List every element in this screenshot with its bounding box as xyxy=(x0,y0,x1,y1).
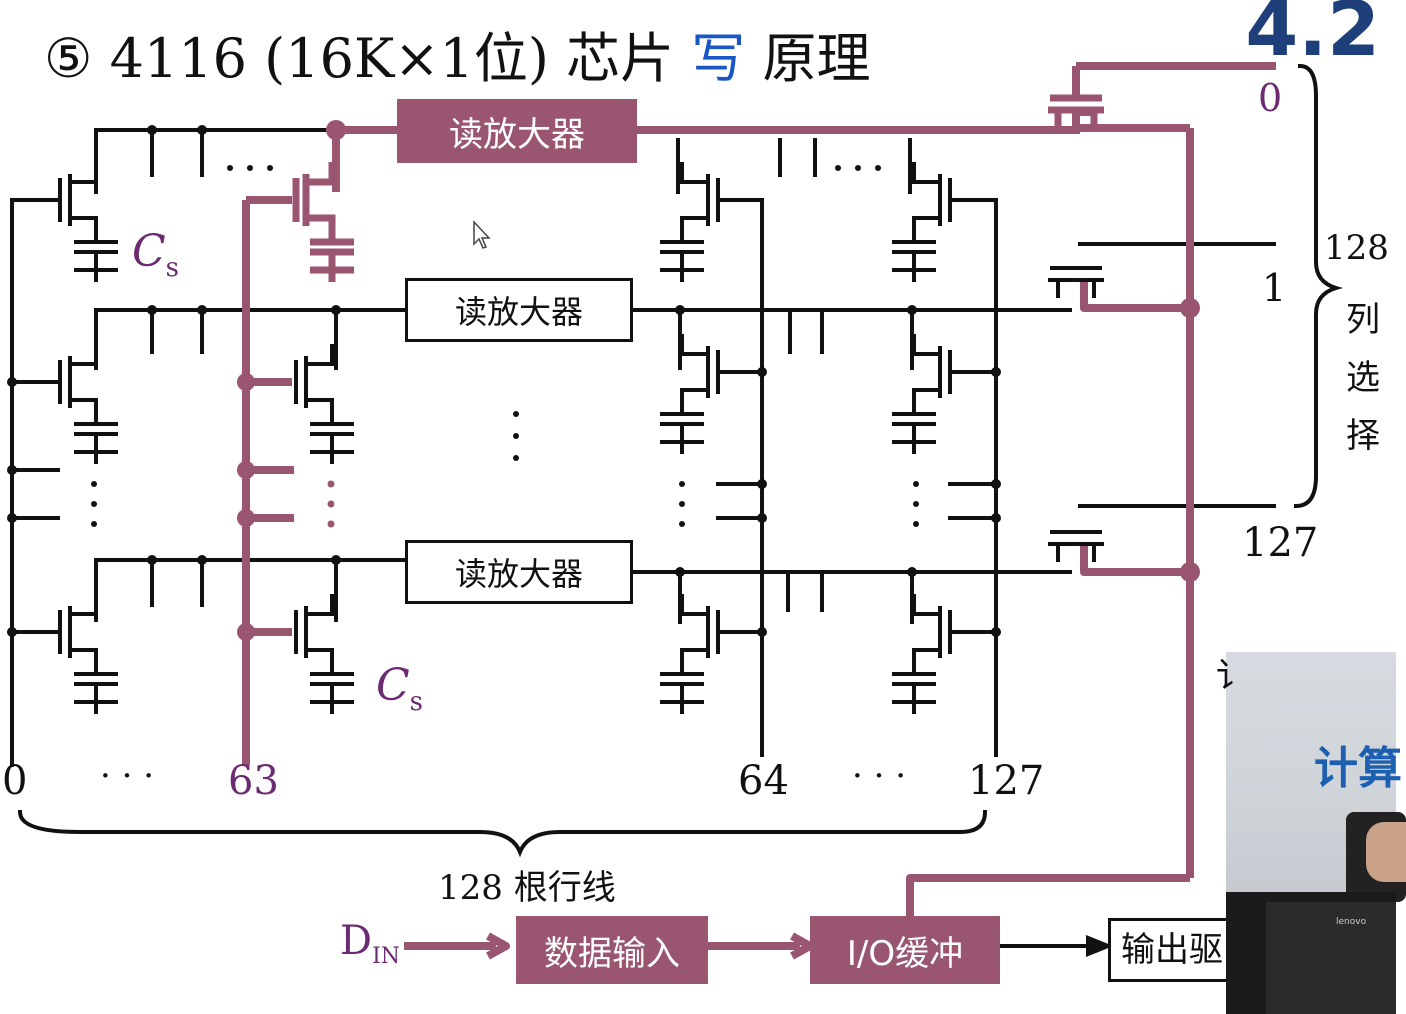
cell-r3-c0 xyxy=(58,594,118,714)
cell-r3-c64 xyxy=(660,594,720,714)
title-suffix: 原理 xyxy=(762,27,871,90)
cell-r1-c127 xyxy=(892,162,952,282)
video-presenter xyxy=(1366,822,1406,882)
row-label-63: 63 xyxy=(228,758,279,804)
sense-amp-middle: 读放大器 xyxy=(405,278,633,342)
col-select-count: 128 xyxy=(1324,228,1389,268)
column-switch-127 xyxy=(1048,530,1104,562)
cell-r3-c127 xyxy=(892,594,952,714)
din-label-sub: IN xyxy=(372,944,401,969)
col-select-1: 1 xyxy=(1262,266,1287,310)
din-label-main: D xyxy=(340,918,373,964)
cell-r1-c64 xyxy=(660,162,720,282)
row-label-64: 64 xyxy=(738,758,789,804)
col-select-char-1: 列 xyxy=(1346,300,1380,340)
data-input-box: 数据输入 xyxy=(516,916,708,984)
video-brand: lenovo xyxy=(1336,917,1367,927)
cs-label-top-sub: s xyxy=(165,252,180,283)
section-number: 4.2 xyxy=(1245,0,1380,73)
column-switch-1 xyxy=(1048,266,1104,298)
title-prefix: ⑤ 4116 (16K×1位) 芯片 xyxy=(44,27,675,90)
cell-r2-c63 xyxy=(294,344,354,464)
title-highlight: 写 xyxy=(691,27,746,90)
sense-amp-bottom: 读放大器 xyxy=(405,540,633,604)
io-buffer-box: I/O缓冲 xyxy=(810,916,1000,984)
col-select-char-3: 择 xyxy=(1346,416,1380,456)
mouse-cursor-icon xyxy=(473,220,491,249)
cell-r2-c64 xyxy=(660,334,720,454)
cs-label-bottom-main: C xyxy=(376,660,410,711)
video-wall-sign: 计算 xyxy=(1314,743,1402,794)
row-label-ellipsis-left: · · · xyxy=(100,756,155,796)
cell-r3-c63 xyxy=(294,594,354,714)
cs-label-top-main: C xyxy=(132,226,166,277)
col-select-0: 0 xyxy=(1258,76,1283,120)
video-partial-text: 讠 xyxy=(1216,656,1250,696)
cs-label-top: Cs xyxy=(132,226,179,283)
din-label: DIN xyxy=(340,918,400,969)
presenter-video: 讠 计算 lenovo xyxy=(1216,652,1406,1014)
cs-label-bottom: Cs xyxy=(376,660,423,717)
col-select-char-2: 选 xyxy=(1346,358,1380,398)
cell-r1-c63-highlight xyxy=(292,162,354,282)
col-select-127: 127 xyxy=(1242,520,1319,566)
cell-r2-c0 xyxy=(58,344,118,464)
sense-amp-top: 读放大器 xyxy=(397,99,637,163)
row-label-127: 127 xyxy=(968,758,1045,804)
video-monitor xyxy=(1266,902,1396,1014)
row-bracket-label: 128 根行线 xyxy=(438,868,616,908)
slide-title: ⑤ 4116 (16K×1位) 芯片 写 原理 xyxy=(44,14,870,93)
row-label-0: 0 xyxy=(2,758,28,804)
row-label-ellipsis-right: · · · xyxy=(852,756,907,796)
output-driver-box: 输出驱 xyxy=(1108,918,1248,982)
cs-label-bottom-sub: s xyxy=(409,686,424,717)
cell-r1-c0 xyxy=(58,162,118,282)
cell-r2-c127 xyxy=(892,334,952,454)
